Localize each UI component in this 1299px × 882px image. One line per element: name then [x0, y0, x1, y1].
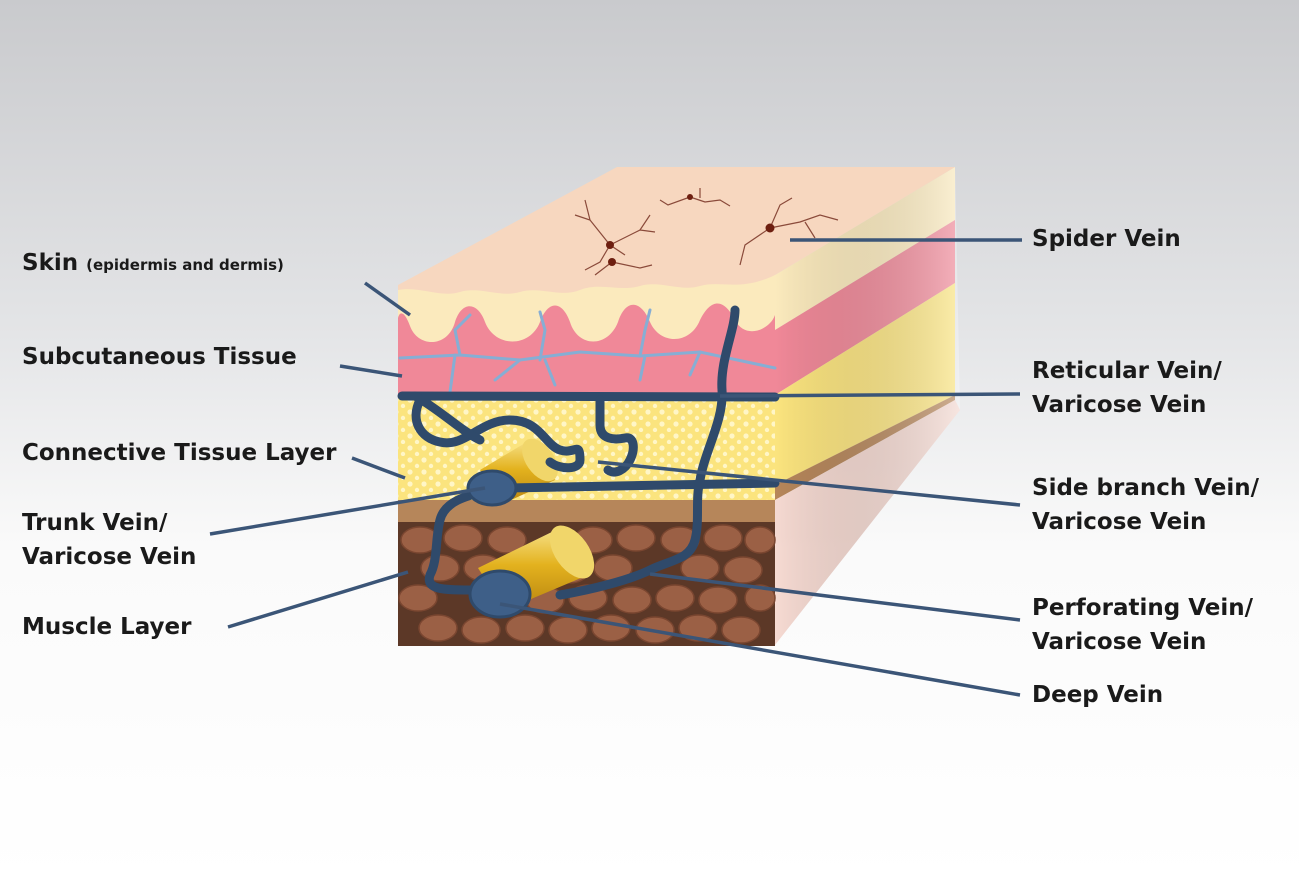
side-branch-vein — [500, 478, 780, 493]
label-trunk-vein-line1: Trunk Vein/ — [22, 510, 168, 536]
label-side-branch-vein-line2: Varicose Vein — [1032, 509, 1207, 535]
leader-connective — [351, 456, 406, 480]
label-muscle-layer: Muscle Layer — [22, 614, 192, 640]
spider-vein-centers — [606, 194, 775, 266]
leader-subcutaneous — [339, 364, 403, 378]
leader-side-branch — [597, 460, 1021, 507]
label-perforating-vein-line1: Perforating Vein/ — [1032, 595, 1253, 621]
leader-lines — [209, 238, 1022, 697]
label-side-branch-vein-line1: Side branch Vein/ — [1032, 475, 1260, 501]
leader-reticular — [719, 392, 1021, 398]
label-reticular-vein-line1: Reticular Vein/ — [1032, 358, 1222, 384]
block-right-side — [775, 167, 960, 645]
leader-muscle — [227, 570, 409, 629]
label-perforating-vein-line2: Varicose Vein — [1032, 629, 1207, 655]
skin-top-surface — [398, 167, 955, 294]
label-connective-tissue-layer: Connective Tissue Layer — [22, 440, 337, 466]
label-reticular-vein: Reticular Vein/ Varicose Vein — [1032, 354, 1222, 422]
reticular-vein — [397, 391, 780, 402]
leader-deep — [499, 602, 1021, 697]
label-perforating-vein: Perforating Vein/ Varicose Vein — [1032, 591, 1253, 659]
label-trunk-vein: Trunk Vein/ Varicose Vein — [22, 506, 196, 574]
spider-veins — [574, 188, 839, 276]
label-skin-main: Skin — [22, 250, 79, 276]
leader-trunk — [209, 486, 486, 536]
vein-network — [397, 305, 780, 600]
label-reticular-vein-line2: Varicose Vein — [1032, 392, 1207, 418]
trunk-to-deep-vein — [555, 305, 740, 600]
label-side-branch-vein: Side branch Vein/ Varicose Vein — [1032, 471, 1259, 539]
label-skin: Skin (epidermis and dermis) — [22, 246, 284, 282]
label-skin-detail: (epidermis and dermis) — [86, 256, 284, 274]
label-trunk-vein-line2: Varicose Vein — [22, 544, 197, 570]
label-subcutaneous-tissue: Subcutaneous Tissue — [22, 344, 297, 370]
leader-skin — [363, 281, 412, 317]
label-spider-vein: Spider Vein — [1032, 226, 1181, 252]
label-deep-vein: Deep Vein — [1032, 682, 1164, 708]
leader-perforating — [649, 572, 1021, 622]
capillary-network — [398, 308, 777, 394]
